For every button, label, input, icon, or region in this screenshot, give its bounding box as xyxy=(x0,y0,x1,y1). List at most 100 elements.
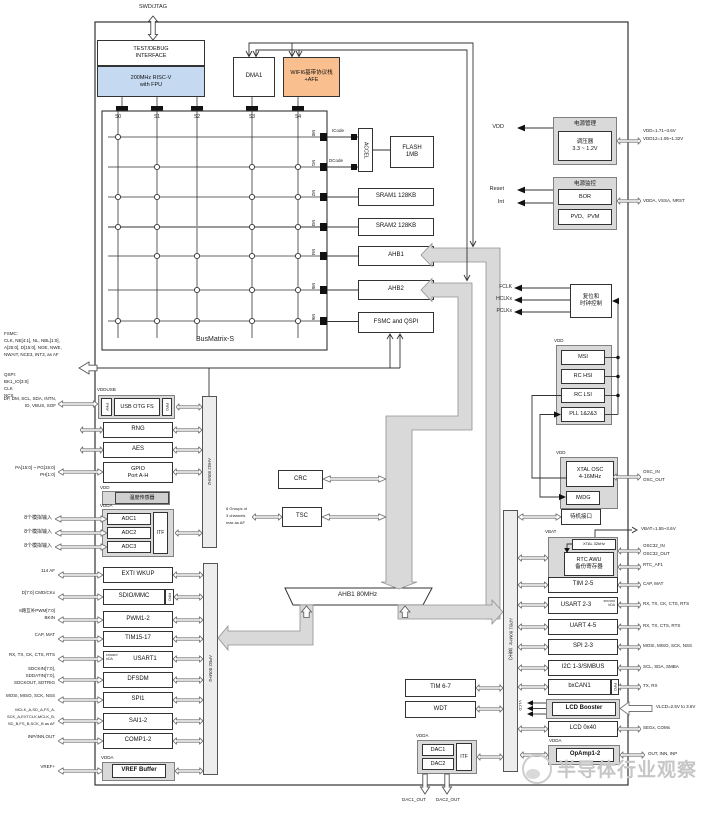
top-routing xyxy=(245,42,477,282)
spi1-label: SPI1 xyxy=(131,696,145,703)
fsmc-pins-title: FSMC: xyxy=(4,331,18,336)
opamp-box: OpAmp1-2 xyxy=(556,748,614,762)
osc-out-label: OSC_OUT xyxy=(643,477,665,482)
wdt-label: WDT xyxy=(433,705,448,712)
sram1-box: SRAM1 128KB xyxy=(358,188,434,206)
rclsi-label: RC LSI xyxy=(574,392,592,399)
cpu-line1: 200MHz RISC-V xyxy=(130,74,172,81)
temp-sensor-label: 温度传感器 xyxy=(129,495,155,501)
ain2-label: 8个模拟输入 xyxy=(24,529,52,535)
dac1-label: DAC1 xyxy=(430,746,446,753)
flash-line2: 1MB xyxy=(405,152,419,158)
accel-label: ACCEL xyxy=(362,141,369,159)
reset-label: Reset xyxy=(489,186,504,192)
qspi-pins-line2: CLK xyxy=(4,386,13,391)
matrix-m1: M1 xyxy=(310,160,316,167)
matrix-s4: S4 xyxy=(294,114,302,120)
uart45-box: UART 4-5 xyxy=(548,619,618,635)
tim67-label: TIM 6-7 xyxy=(430,684,451,691)
aes-label: AES xyxy=(131,446,144,453)
rchsi-box: RC HSI xyxy=(561,369,605,384)
vdd-out-label: VDD xyxy=(492,124,504,130)
usart23-label: USART 2-3 xyxy=(560,601,592,608)
dfsdm-box: DFSDM xyxy=(103,672,173,688)
dac-itf-box: ITF xyxy=(456,743,472,771)
ahb1-label: AHB1 xyxy=(388,252,404,259)
ain1-label: 8个模拟输入 xyxy=(24,515,52,521)
tsc-note1: 8 Groups of xyxy=(226,506,247,511)
fsmc-pins-line2: A[25:0], D[15:0], NOE, NWE, xyxy=(4,345,62,350)
temp-sensor-box: 温度传感器 xyxy=(115,492,169,504)
i2c-pins: SCL, SDA, SMBA xyxy=(643,664,679,669)
sai-box: SAI1-2 xyxy=(103,713,173,730)
gpio-box: GPIO Port A-H xyxy=(103,462,173,483)
usart1-label: USART1 xyxy=(133,655,157,662)
gpio-pins-line2: PH[1:0] xyxy=(39,472,55,477)
adc3-label: ADC3 xyxy=(121,543,137,550)
i2c-box: I2C 1-3/SMBUS xyxy=(548,660,618,676)
adc2-label: ADC2 xyxy=(121,529,137,536)
clk-vdd-label: VDD xyxy=(554,338,564,343)
hclk-label: HCLKx xyxy=(496,296,512,302)
tsc-note2: 3 channels xyxy=(226,513,246,518)
xtal-line2: 4-16MHz xyxy=(578,474,602,480)
regulator-line1: 调压器 xyxy=(576,139,594,146)
sdio-fifo-box: FIFO xyxy=(165,589,174,605)
rtc-line1: RTC AWU xyxy=(576,557,602,564)
memory-links xyxy=(327,134,390,322)
test-debug-box: TEST/DEBUG INTERFACE xyxy=(97,40,205,66)
osc-vdd-label: VDD xyxy=(556,450,566,455)
comp-label: COMP1-2 xyxy=(124,737,152,744)
adc1-label: ADC1 xyxy=(121,515,137,522)
xtal-line1: XTAL OSC xyxy=(576,467,604,474)
watermark-text: 半导体行业观察 xyxy=(557,760,698,781)
vref-label: VREF Buffer xyxy=(121,767,157,774)
dac1-box: DAC1 xyxy=(422,744,454,756)
usart1-box: USART1 smcard irDA xyxy=(103,651,173,668)
rtc-af-label: RTC_AF1 xyxy=(643,562,663,567)
tim67-box: TIM 6-7 xyxy=(405,679,476,697)
gpio-line1: GPIO xyxy=(131,465,145,472)
tsc-note3: max as AF xyxy=(226,520,245,525)
usb-pins-line1: DP, DM, SCL, SDA, INTN, xyxy=(3,396,56,401)
test-debug-line1: TEST/DEBUG xyxy=(133,46,169,53)
pwm-pins-line2: BKIN xyxy=(44,615,55,620)
standby-box: 待机接口 xyxy=(561,509,601,525)
accel-box: ACCEL xyxy=(358,128,373,172)
power-mgmt-title: 电源管理 xyxy=(573,121,596,127)
msi-box: MSI xyxy=(561,350,605,365)
adc-itf-box: ITF xyxy=(153,512,168,554)
can-pins: TX, RX xyxy=(643,683,658,688)
adc-itf-label: ITF xyxy=(156,530,165,536)
wifi-line1: WIFI6基带协议栈 xyxy=(290,70,333,77)
swd-jtag-label: SWD/JTAG xyxy=(138,4,167,10)
usb-fifo-label: FIFO xyxy=(165,403,170,411)
lcd-booster-label: LCD Booster xyxy=(565,705,603,712)
power-sup-title: 电源监控 xyxy=(573,181,596,187)
regulator-line2: 3.3 ~ 1.2V xyxy=(572,146,598,152)
fsmc-pins-line1: CLK, NE[4:1], NL, NBL[1:0], xyxy=(4,338,60,343)
phy-box: PHY xyxy=(101,398,112,416)
vref-box: VREF Buffer xyxy=(112,764,166,778)
matrix-m0: M0 xyxy=(310,130,316,137)
lcd-label: LCD 0x40 xyxy=(569,725,597,732)
matrix-s1: S1 xyxy=(153,114,161,120)
fsmc-label: FSMC and QSPI xyxy=(373,318,419,325)
ahb2-bus-bar: AHB2 80MHz xyxy=(202,396,217,548)
dma1-box: DMA1 xyxy=(233,57,275,97)
vbat-range-label: VBAT=1.55~3.6V xyxy=(641,526,676,531)
sdio-fifo-label: FIFO xyxy=(167,593,172,601)
apb1-bus-bar: APB1 80MHz（最大） xyxy=(503,510,518,772)
sram2-box: SRAM2 128KB xyxy=(358,218,434,236)
usart1-pins: RX, TX, CK, CTS, RTS xyxy=(8,652,55,657)
tim25-box: TIM 2-5 xyxy=(548,577,618,593)
usart23-box: USART 2-3 smcard irDA xyxy=(548,597,618,614)
bor-label: BOR xyxy=(579,193,591,200)
vref-vdda-label: VDDA xyxy=(101,755,114,760)
bus-bands xyxy=(217,242,504,652)
sdio-label: SDIO/MMC xyxy=(118,593,150,600)
temp-vdd-label: VDD xyxy=(100,485,110,490)
dac2-box: DAC2 xyxy=(422,758,454,770)
